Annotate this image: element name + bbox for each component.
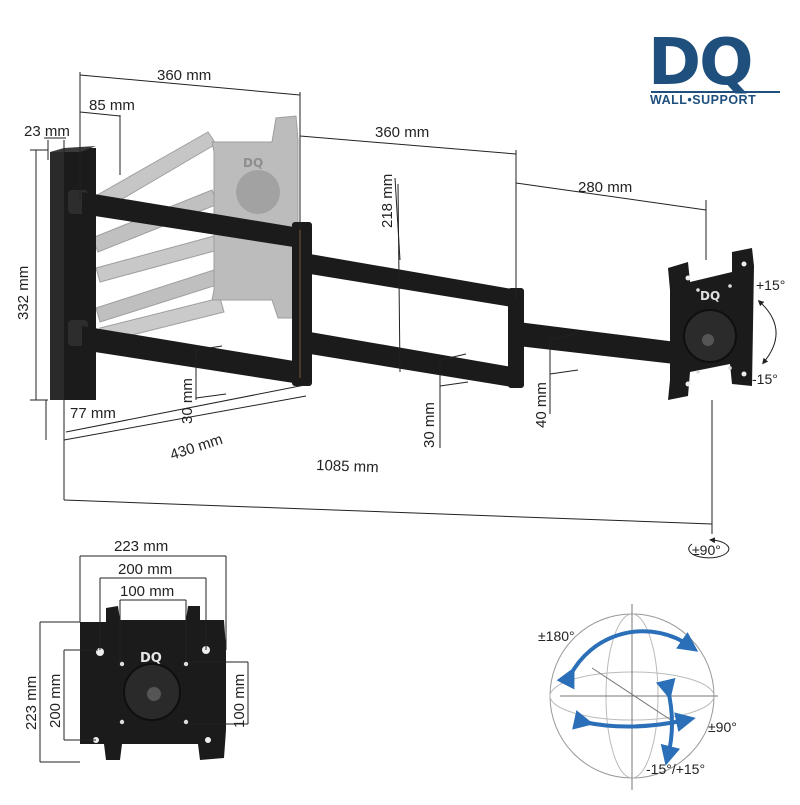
dim-wall-plate-height: 332 mm xyxy=(15,266,32,320)
dim-outer-arm-length: 280 mm xyxy=(578,179,632,196)
vesa-inner-width: 100 mm xyxy=(120,583,174,600)
dim-inner-arm-spacing: 218 mm xyxy=(379,174,396,228)
tilt-arc xyxy=(757,299,777,365)
vesa-inner-height: 100 mm xyxy=(231,674,248,728)
dim-inner-tube-width: 30 mm xyxy=(179,378,196,424)
brand-logo: DQ WALL•SUPPORT xyxy=(648,26,780,107)
logo-letters: DQ xyxy=(648,26,752,100)
vesa-outer-height: 223 mm xyxy=(23,676,40,730)
vesa-dimension-lines xyxy=(39,555,249,763)
ghost-arm: DQ xyxy=(91,115,299,343)
dim-plate-thickness: 23 mm xyxy=(24,123,70,140)
outer-arm xyxy=(518,322,692,366)
rotate-arrow xyxy=(556,629,699,690)
vesa-plate: DQ xyxy=(80,606,226,760)
wall-plate xyxy=(50,146,96,400)
tv-plate-logo: DQ xyxy=(700,289,720,303)
dim-inner-arm-length: 430 mm xyxy=(168,431,225,464)
globe-tilt-label: -15°/+15° xyxy=(646,761,705,777)
elbow-joint-2 xyxy=(508,288,524,388)
dim-middle-arm-length: 360 mm xyxy=(375,124,429,141)
logo-tagline: WALL•SUPPORT xyxy=(650,93,756,107)
dim-total-extension: 1085 mm xyxy=(316,457,379,476)
rotation-globe xyxy=(549,604,718,790)
tilt-arrow xyxy=(655,677,681,766)
tv-plate: DQ xyxy=(668,248,754,400)
vesa-mid-height: 200 mm xyxy=(47,674,64,728)
tilt-down-label: -15° xyxy=(752,371,778,387)
dim-middle-tube-width: 30 mm xyxy=(421,402,438,448)
vesa-outer-width: 223 mm xyxy=(114,538,168,555)
vesa-mid-width: 200 mm xyxy=(118,561,172,578)
dim-outer-tube-width: 40 mm xyxy=(533,382,550,428)
dimension-lines xyxy=(30,72,713,534)
dim-ghost-extension: 360 mm xyxy=(157,67,211,84)
inner-arms xyxy=(82,192,312,386)
swivel-indicator xyxy=(688,537,730,559)
dim-wall-plate-depth: 77 mm xyxy=(70,405,116,422)
elbow-joint-1 xyxy=(292,222,312,386)
middle-arms xyxy=(310,254,524,388)
tilt-up-label: +15° xyxy=(756,277,785,293)
vesa-plate-logo: DQ xyxy=(140,651,162,666)
dim-ghost-offset: 85 mm xyxy=(89,97,135,114)
rotate-label: ±180° xyxy=(538,628,575,644)
ghost-plate-logo: DQ xyxy=(243,156,263,170)
swivel-label: ±90° xyxy=(692,542,721,558)
globe-swivel-label: ±90° xyxy=(708,719,737,735)
